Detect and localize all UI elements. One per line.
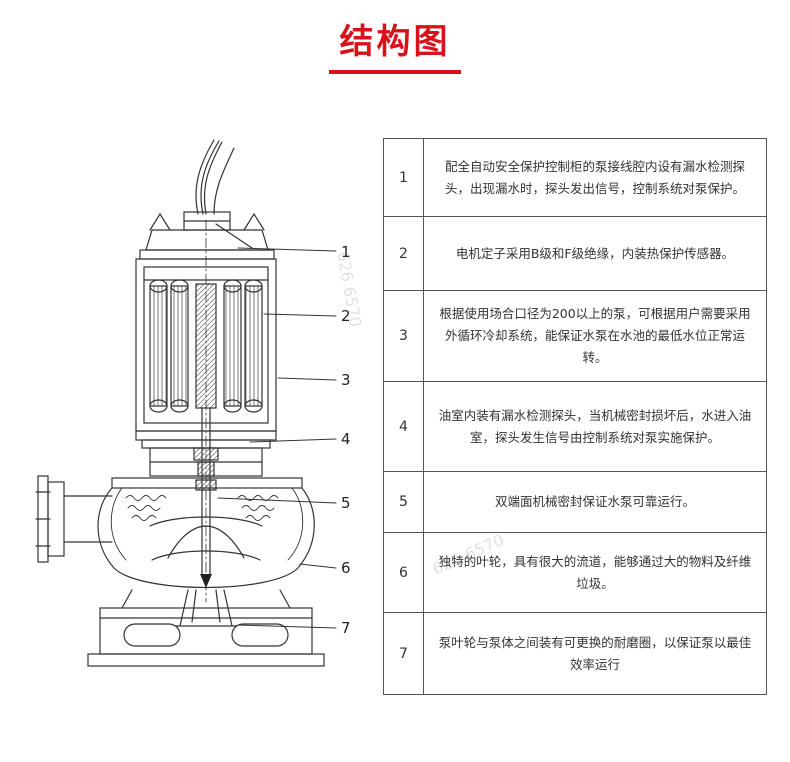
row-text: 配全自动安全保护控制柜的泵接线腔内设有漏水检测探头，出现漏水时，探头发出信号，控… (444, 158, 745, 196)
callout-4: 4 (341, 430, 351, 448)
callout-5: 5 (341, 494, 351, 512)
callout-lines (217, 247, 337, 629)
row-number: 4 (384, 382, 424, 471)
callout-1: 1 (341, 243, 351, 261)
cable-gland-box (183, 211, 231, 231)
callout-7: 7 (341, 619, 351, 637)
row-number: 6 (384, 533, 424, 612)
row-number: 1 (384, 139, 424, 216)
row-text: 油室内装有漏水检测探头，当机械密封损坏后，水进入油室，探头发生信号由控制系统对泵… (438, 407, 752, 445)
mechanical-seal (193, 447, 219, 491)
row-text: 根据使用场合口径为200以上的泵，可根据用户需要采用外循环冷却系统，能保证水泵在… (439, 306, 751, 365)
row-text: 电机定子采用B级和F级绝缘，内装热保护传感器。 (455, 245, 735, 261)
table-row: 3 根据使用场合口径为200以上的泵，可根据用户需要采用外循环冷却系统，能保证水… (384, 290, 766, 381)
water-hatch (125, 495, 279, 521)
page-title: 结构图 (339, 22, 451, 62)
discharge-flange (35, 475, 113, 563)
row-number: 3 (384, 291, 424, 381)
stator-windings (149, 279, 263, 413)
base-stand (87, 589, 325, 667)
row-number: 5 (384, 472, 424, 532)
shaft-end-nut (200, 574, 212, 588)
pump-structure-diagram: 1 2 3 4 5 6 7 (35, 139, 351, 667)
feature-table: 1 配全自动安全保护控制柜的泵接线腔内设有漏水检测探头，出现漏水时，探头发出信号… (383, 138, 767, 695)
row-text: 双端面机械密封保证水泵可靠运行。 (494, 494, 695, 510)
page-header: 结构图 (0, 14, 790, 74)
motor-top-cap (139, 223, 275, 260)
row-text: 独特的叶轮，具有很大的流道，能够通过大的物料及纤维垃圾。 (438, 553, 752, 591)
callout-6: 6 (341, 559, 351, 577)
row-text: 泵叶轮与泵体之间装有可更换的耐磨圈，以保证泵以最佳效率运行 (438, 634, 752, 672)
table-row: 1 配全自动安全保护控制柜的泵接线腔内设有漏水检测探头，出现漏水时，探头发出信号… (384, 139, 766, 216)
callout-3: 3 (341, 371, 351, 389)
row-number: 2 (384, 217, 424, 290)
row-number: 7 (384, 613, 424, 694)
table-row: 7 泵叶轮与泵体之间装有可更换的耐磨圈，以保证泵以最佳效率运行 (384, 612, 766, 694)
lifting-hooks (149, 212, 265, 231)
rotor-and-shaft (195, 219, 217, 603)
table-row: 2 电机定子采用B级和F级绝缘，内装热保护传感器。 (384, 216, 766, 290)
power-cables (195, 139, 235, 215)
callout-numbers: 1 2 3 4 5 6 7 (341, 243, 351, 637)
impeller (149, 516, 263, 561)
table-row: 6 独特的叶轮，具有很大的流道，能够通过大的物料及纤维垃圾。 (384, 532, 766, 612)
callout-2: 2 (341, 307, 351, 325)
table-row: 4 油室内装有漏水检测探头，当机械密封损坏后，水进入油室，探头发生信号由控制系统… (384, 381, 766, 471)
table-row: 5 双端面机械密封保证水泵可靠运行。 (384, 471, 766, 532)
title-underline (329, 70, 461, 74)
